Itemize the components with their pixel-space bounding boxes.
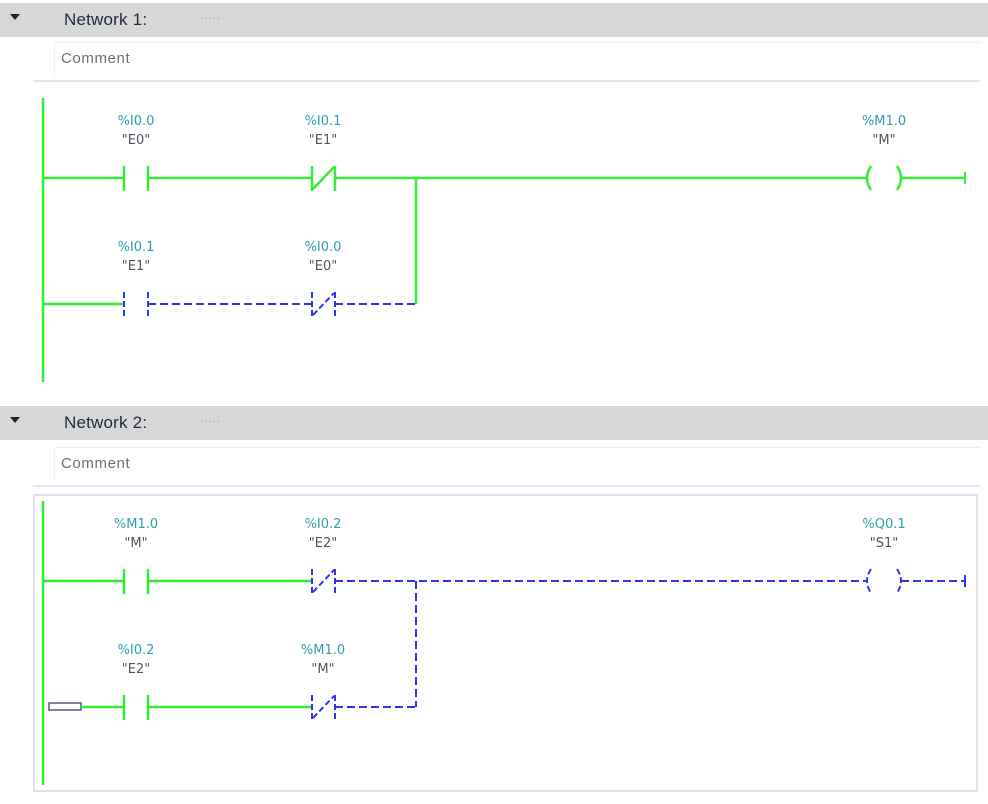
insertion-cursor[interactable] xyxy=(48,702,82,711)
contact-address: %I0.0 xyxy=(305,240,342,255)
network-2-ladder: %M1.0 "M" %I0.2 "E2" %Q0.1 "S1" %I0.2 "E… xyxy=(41,501,966,785)
network-2-comment-field[interactable]: Comment xyxy=(54,447,981,482)
contact-symbol: "M" xyxy=(124,536,147,551)
network-1-ladder: %I0.0 "E0" %I0.1 "E1" %M1.0 "M" %I0.1 "E… xyxy=(41,98,966,382)
coil-address: %M1.0 xyxy=(862,114,906,129)
network-2-comment-placeholder: Comment xyxy=(61,455,131,472)
network-1-title-field[interactable]: ..... xyxy=(200,11,221,22)
coil-symbol: "M" xyxy=(872,133,895,148)
contact-symbol: "E2" xyxy=(122,662,150,677)
contact-symbol: "E1" xyxy=(122,259,150,274)
contact-symbol: "E2" xyxy=(309,536,337,551)
contact-symbol: "E0" xyxy=(309,259,337,274)
network-1-comment-field[interactable]: Comment xyxy=(54,42,981,77)
contact-address: %M1.0 xyxy=(301,643,345,658)
contact-no-E0[interactable]: %I0.0 "E0" xyxy=(118,114,155,191)
contact-symbol: "E1" xyxy=(309,133,337,148)
coil-symbol: "S1" xyxy=(870,536,898,551)
contact-nc-E1[interactable]: %I0.1 "E1" xyxy=(305,114,342,191)
contact-no-M[interactable]: %M1.0 "M" xyxy=(114,517,158,594)
network-1-comment-divider xyxy=(33,80,980,82)
contact-nc-M[interactable]: %M1.0 "M" xyxy=(301,643,345,720)
contact-address: %I0.0 xyxy=(118,114,155,129)
contact-address: %I0.1 xyxy=(305,114,342,129)
contact-nc-E0[interactable]: %I0.0 "E0" xyxy=(305,240,342,317)
network-2-title-field[interactable]: ..... xyxy=(200,414,221,425)
network-2-header[interactable]: Network 2: ..... xyxy=(0,406,988,440)
contact-address: %I0.2 xyxy=(305,517,342,532)
contact-symbol: "E0" xyxy=(122,133,150,148)
contact-address: %I0.2 xyxy=(118,643,155,658)
contact-no-E2[interactable]: %I0.2 "E2" xyxy=(118,643,155,720)
network-2-title: Network 2: xyxy=(64,413,148,432)
collapse-triangle-icon[interactable] xyxy=(10,417,20,423)
network-2-selection-box xyxy=(33,494,978,792)
contact-nc-E2[interactable]: %I0.2 "E2" xyxy=(305,517,342,594)
network-1-header[interactable]: Network 1: ..... xyxy=(0,3,988,37)
network-1-comment-placeholder: Comment xyxy=(61,50,131,67)
contact-no-E1[interactable]: %I0.1 "E1" xyxy=(118,240,155,317)
coil-S1[interactable]: %Q0.1 "S1" xyxy=(862,517,906,594)
coil-address: %Q0.1 xyxy=(862,517,905,532)
contact-address: %M1.0 xyxy=(114,517,158,532)
network-2-comment-divider xyxy=(33,485,980,487)
collapse-triangle-icon[interactable] xyxy=(10,14,20,20)
contact-symbol: "M" xyxy=(311,662,334,677)
contact-address: %I0.1 xyxy=(118,240,155,255)
network-1-title: Network 1: xyxy=(64,10,148,29)
coil-M[interactable]: %M1.0 "M" xyxy=(862,114,906,191)
